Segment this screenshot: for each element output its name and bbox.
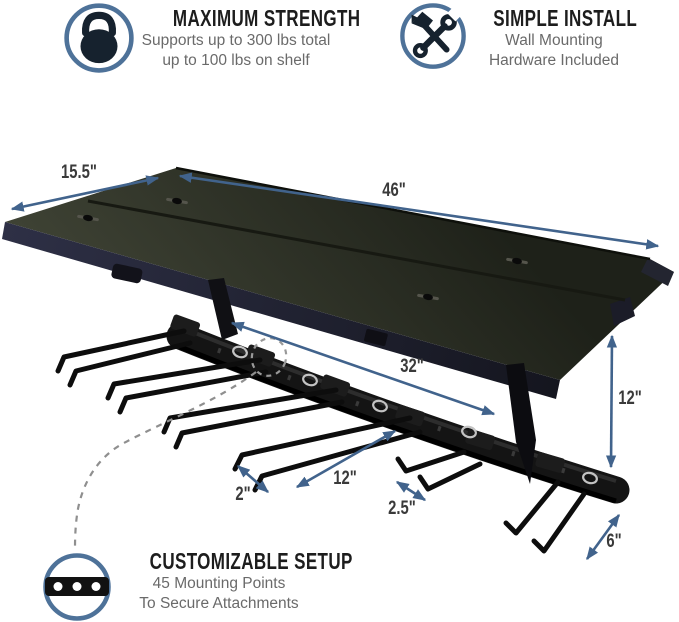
arrow-shelf-depth <box>10 175 160 212</box>
left-support-bracket <box>208 278 238 340</box>
shelf-bracket-foot <box>111 263 143 284</box>
callout-install-line2: Hardware Included <box>488 51 620 69</box>
arrow-rail-length <box>230 321 496 416</box>
callout-custom-line2: To Secure Attachments <box>139 594 299 612</box>
callout-custom-line1: 45 Mounting Points <box>152 575 286 592</box>
dim-hook-gap-label: 2.5" <box>388 498 416 519</box>
mounting-bar-icon <box>43 553 111 621</box>
dimension-arrows <box>10 172 660 561</box>
dim-end-hook-label: 6" <box>606 531 622 552</box>
arrow-shelf-width <box>178 172 660 250</box>
arrow-end-hook <box>585 513 621 561</box>
arrow-prong-length <box>295 429 397 489</box>
callout-install-line1: Wall Mounting <box>505 32 603 49</box>
arrow-drop-height <box>605 334 618 469</box>
dim-prong-gap-label: 2" <box>235 484 251 505</box>
dim-rail-length-label: 32" <box>400 356 424 377</box>
dim-drop-height-label: 12" <box>618 388 642 409</box>
callout-strength-line2: up to 100 lbs on shelf <box>162 51 310 69</box>
kettlebell-icon <box>64 3 134 73</box>
shelf-screw <box>417 293 439 301</box>
dim-shelf-width-label: 46" <box>382 180 406 201</box>
dim-shelf-depth-label: 15.5" <box>61 162 97 183</box>
callout-title-install: SIMPLE INSTALL <box>493 5 638 31</box>
dim-prong-length-label: 12" <box>333 468 357 489</box>
hammer-wrench-icon <box>400 3 466 69</box>
right-support-bracket <box>506 363 536 484</box>
arrow-hook-gap <box>395 480 427 502</box>
arrow-prong-tip-gap <box>237 465 269 493</box>
shelf-screw <box>506 257 528 265</box>
callout-title-custom: CUSTOMIZABLE SETUP <box>149 548 353 574</box>
callout-strength-line1: Supports up to 300 lbs total <box>141 32 331 49</box>
shelf-screw <box>77 214 99 222</box>
callout-title-strength: MAXIMUM STRENGTH <box>172 5 361 31</box>
